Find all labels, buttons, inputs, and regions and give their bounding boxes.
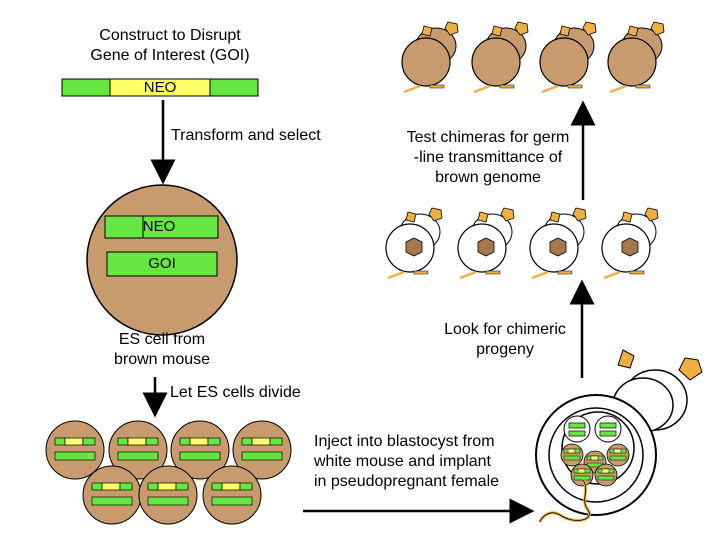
construct-title-line1: Construct to Disrupt bbox=[99, 27, 241, 44]
small-es-cell bbox=[45, 420, 105, 480]
test-line1: Test chimeras for germ bbox=[406, 129, 570, 146]
chimeric-mouse bbox=[529, 207, 587, 280]
neo-cell-label: NEO bbox=[142, 218, 176, 235]
look-chimeric-label: Look for chimeric progeny bbox=[430, 320, 580, 360]
small-es-cell bbox=[138, 465, 198, 525]
mini-es-cell bbox=[560, 443, 584, 467]
chimeric-mouse bbox=[601, 207, 659, 280]
look-line1: Look for chimeric bbox=[444, 321, 566, 338]
brown-mouse bbox=[471, 21, 529, 94]
small-es-cell bbox=[232, 420, 292, 480]
inject-label: Inject into blastocyst from white mouse … bbox=[314, 432, 499, 492]
construct-bar bbox=[61, 78, 259, 97]
inject-line2: white mouse and implant bbox=[314, 453, 491, 470]
small-es-cell bbox=[170, 420, 230, 480]
small-es-cell bbox=[108, 420, 168, 480]
mini-es-cell bbox=[594, 463, 618, 487]
chimeric-mouse bbox=[457, 207, 515, 280]
brown-mice-row bbox=[401, 21, 665, 94]
small-es-cell bbox=[202, 465, 262, 525]
inject-line3: in pseudopregnant female bbox=[314, 473, 500, 490]
brown-mouse bbox=[607, 21, 665, 94]
divide-label: Let ES cells divide bbox=[170, 384, 301, 401]
construct-title-line2: Gene of Interest (GOI) bbox=[90, 47, 250, 64]
pseudopregnant-female bbox=[535, 349, 703, 523]
es-cell-label: ES cell from brown mouse bbox=[92, 330, 232, 370]
construct-title: Construct to Disrupt Gene of Interest (G… bbox=[70, 26, 270, 66]
es-line1: ES cell from bbox=[118, 331, 206, 348]
mini-es-cell bbox=[606, 443, 630, 467]
chimeric-mouse bbox=[385, 207, 443, 280]
inject-line1: Inject into blastocyst from bbox=[314, 433, 495, 450]
test-line2: -line transmittance of bbox=[413, 149, 563, 166]
es-cell bbox=[86, 184, 238, 336]
transform-label: Transform and select bbox=[171, 127, 321, 144]
test-chimeras-label: Test chimeras for germ -line transmittan… bbox=[388, 128, 588, 188]
brown-mouse bbox=[539, 21, 597, 94]
mini-es-cell bbox=[570, 463, 594, 487]
test-line3: brown genome bbox=[435, 169, 541, 186]
small-es-cell bbox=[82, 465, 142, 525]
goi-cell-label: GOI bbox=[148, 255, 176, 272]
chimeric-mice-row bbox=[385, 207, 659, 280]
brown-mouse bbox=[401, 21, 459, 94]
neo-top-label: NEO bbox=[143, 79, 177, 96]
es-line2: brown mouse bbox=[113, 351, 211, 368]
look-line2: progeny bbox=[476, 341, 534, 358]
dividing-cells bbox=[45, 420, 292, 525]
